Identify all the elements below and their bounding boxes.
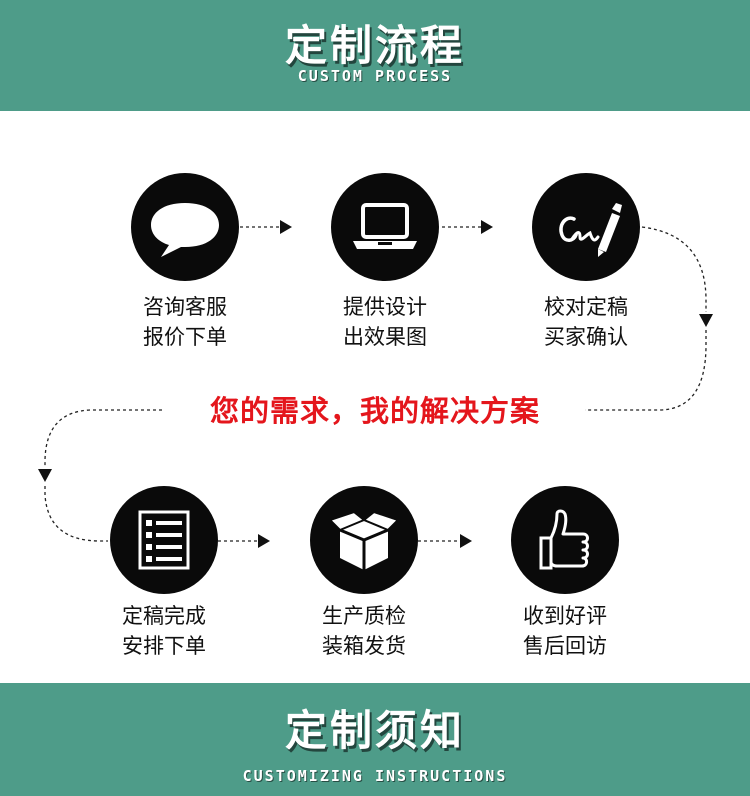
step-3-line1: 校对定稿 xyxy=(544,295,628,319)
step-2-circle xyxy=(331,173,439,281)
step-6-line1: 收到好评 xyxy=(523,604,607,628)
step-4-circle xyxy=(110,486,218,594)
step-2-line2: 出效果图 xyxy=(343,325,427,349)
step-3-line2: 买家确认 xyxy=(544,325,628,349)
chat-bubble-icon xyxy=(151,203,219,257)
step-5-circle xyxy=(310,486,418,594)
package-box-icon xyxy=(328,510,400,570)
step-3-circle xyxy=(532,173,640,281)
footer-title: 定制须知 xyxy=(284,706,465,755)
step-4-line1: 定稿完成 xyxy=(122,604,206,628)
step-1-circle xyxy=(131,173,239,281)
slogan-text: 您的需求，我的解决方案 xyxy=(165,388,585,430)
step-5-line1: 生产质检 xyxy=(322,604,406,628)
step-4-line2: 安排下单 xyxy=(122,634,206,658)
footer-banner: 定制须知 CUSTOMIZING INSTRUCTIONS xyxy=(0,683,750,796)
step-6-line2: 售后回访 xyxy=(523,634,607,658)
step-1-label: 咨询客服 报价下单 xyxy=(105,292,265,352)
step-3-label: 校对定稿 买家确认 xyxy=(506,292,666,352)
step-2-label: 提供设计 出效果图 xyxy=(305,292,465,352)
step-2-line1: 提供设计 xyxy=(343,295,427,319)
header-subtitle: CUSTOM PROCESS xyxy=(297,67,453,85)
checklist-icon xyxy=(138,510,190,570)
step-1-line2: 报价下单 xyxy=(143,325,227,349)
laptop-icon xyxy=(353,203,417,249)
step-1-line1: 咨询客服 xyxy=(143,295,227,319)
header-title: 定制流程 xyxy=(284,21,465,70)
thumbs-up-icon xyxy=(539,509,589,570)
step-6-label: 收到好评 售后回访 xyxy=(485,601,645,661)
step-6-circle xyxy=(511,486,619,594)
footer-subtitle: CUSTOMIZING INSTRUCTIONS xyxy=(242,767,508,785)
signature-pen-icon xyxy=(559,203,622,257)
step-5-line2: 装箱发货 xyxy=(322,634,406,658)
step-5-label: 生产质检 装箱发货 xyxy=(284,601,444,661)
header-banner: 定制流程 CUSTOM PROCESS xyxy=(0,0,750,111)
step-4-label: 定稿完成 安排下单 xyxy=(84,601,244,661)
